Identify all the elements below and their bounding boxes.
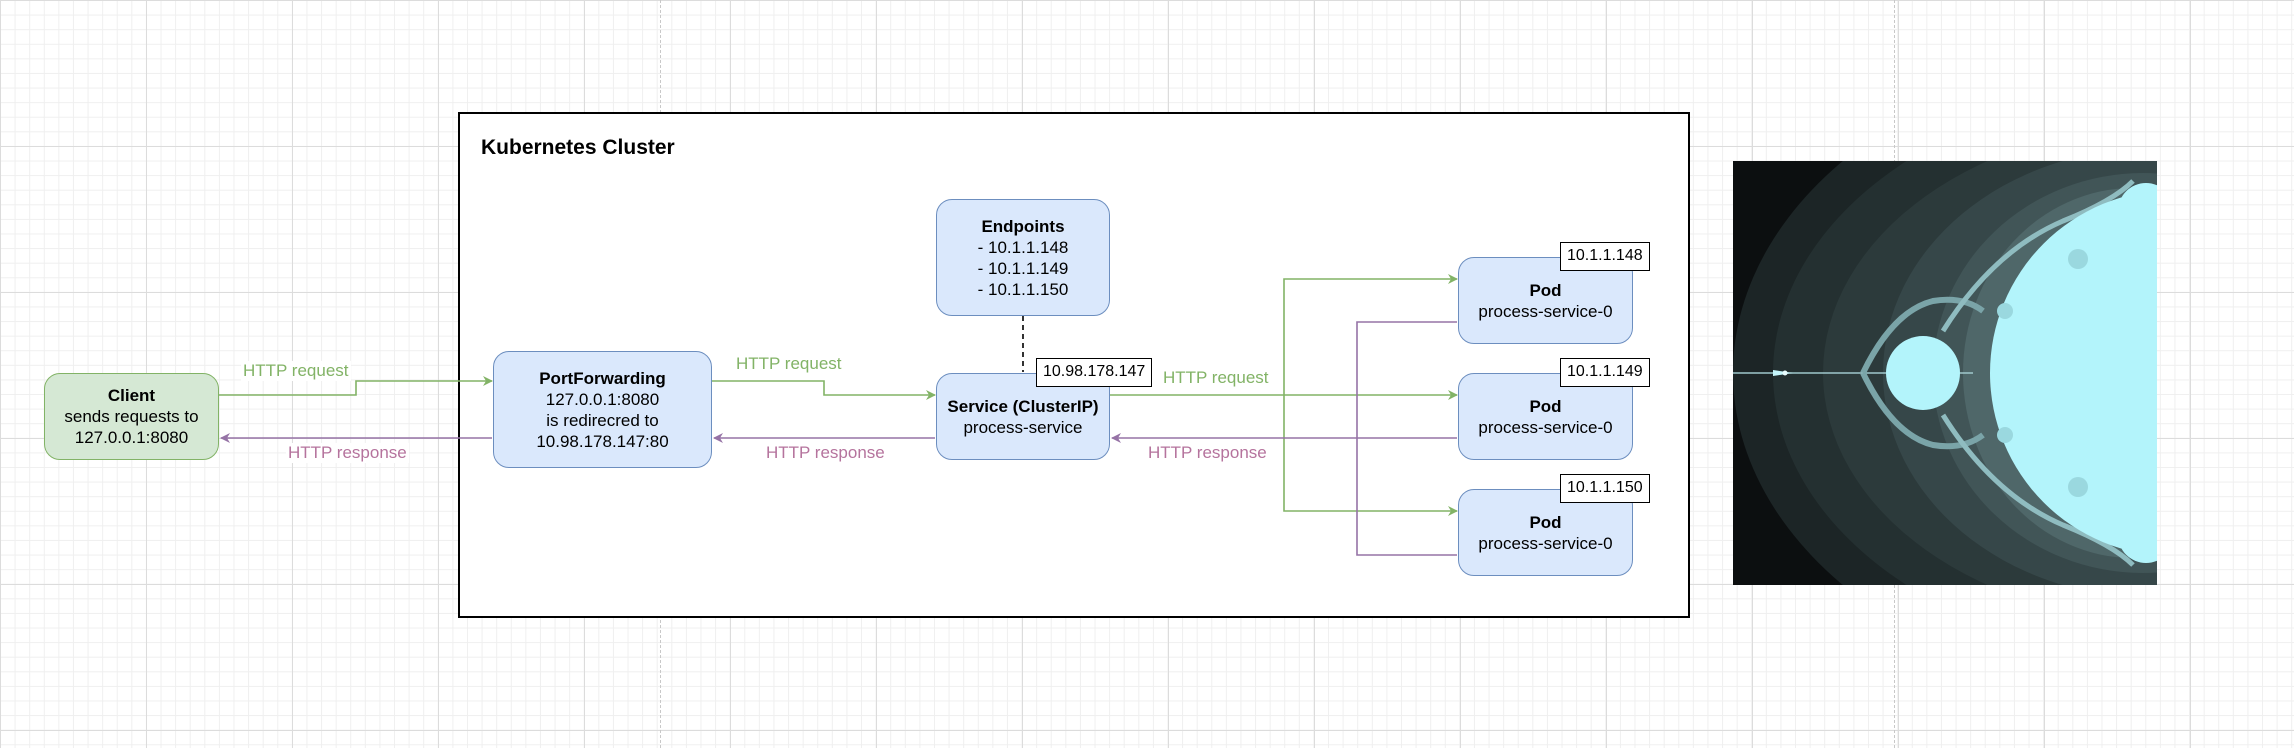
pod-node-2[interactable]: Pod process-service-0	[1458, 373, 1633, 460]
client-title: Client	[107, 386, 156, 405]
portforwarding-line1: 127.0.0.1:8080	[545, 389, 660, 409]
pod-ip-tag-2: 10.1.1.149	[1560, 358, 1650, 387]
edge-service-to-pod-1	[1283, 274, 1458, 395]
client-line2: 127.0.0.1:8080	[74, 428, 189, 447]
label-service-request: HTTP request	[1161, 368, 1271, 388]
label-service-response: HTTP response	[1146, 443, 1269, 463]
portforwarding-line2: is redirecred to	[546, 410, 659, 430]
pod-node-1[interactable]: Pod process-service-0	[1458, 257, 1633, 344]
endpoint-item: - 10.1.1.148	[977, 237, 1069, 257]
endpoint-item: - 10.1.1.149	[977, 258, 1069, 278]
portforwarding-title: PortForwarding	[539, 368, 666, 388]
cluster-title: Kubernetes Cluster	[481, 136, 675, 159]
pod-ip-tag-1: 10.1.1.148	[1560, 242, 1650, 271]
endpoint-item: - 10.1.1.150	[977, 279, 1069, 299]
service-node[interactable]: Service (ClusterIP) process-service	[936, 373, 1110, 460]
service-ip-tag: 10.98.178.147	[1036, 358, 1153, 387]
pod-name: process-service-0	[1478, 417, 1613, 437]
pod-name: process-service-0	[1478, 533, 1613, 553]
client-node[interactable]: Client sends requests to 127.0.0.1:8080	[44, 373, 219, 460]
endpoints-node[interactable]: Endpoints - 10.1.1.148 - 10.1.1.149 - 10…	[936, 199, 1110, 316]
pod-ip-tag-3: 10.1.1.150	[1560, 474, 1650, 503]
endpoints-title: Endpoints	[981, 216, 1065, 236]
edge-service-to-pod-3	[1283, 395, 1458, 516]
label-portforwarding-request: HTTP request	[734, 354, 844, 374]
edge-client-to-portforwarding	[219, 376, 493, 396]
pod-node-3[interactable]: Pod process-service-0	[1458, 489, 1633, 576]
pod-title: Pod	[1529, 512, 1562, 532]
client-line1: sends requests to	[64, 407, 199, 426]
pod-title: Pod	[1529, 280, 1562, 300]
label-client-request: HTTP request	[241, 361, 351, 381]
pod-title: Pod	[1529, 396, 1562, 416]
edge-portforwarding-to-service	[712, 380, 936, 400]
label-portforwarding-response: HTTP response	[764, 443, 887, 463]
service-name: process-service	[963, 417, 1083, 437]
mandelbrot-fractal-image[interactable]	[1733, 161, 2157, 585]
pod-name: process-service-0	[1478, 301, 1613, 321]
portforwarding-line3: 10.98.178.147:80	[536, 431, 669, 451]
service-title: Service (ClusterIP)	[947, 396, 1099, 416]
label-client-response: HTTP response	[286, 443, 409, 463]
portforwarding-node[interactable]: PortForwarding 127.0.0.1:8080 is redirec…	[493, 351, 712, 468]
